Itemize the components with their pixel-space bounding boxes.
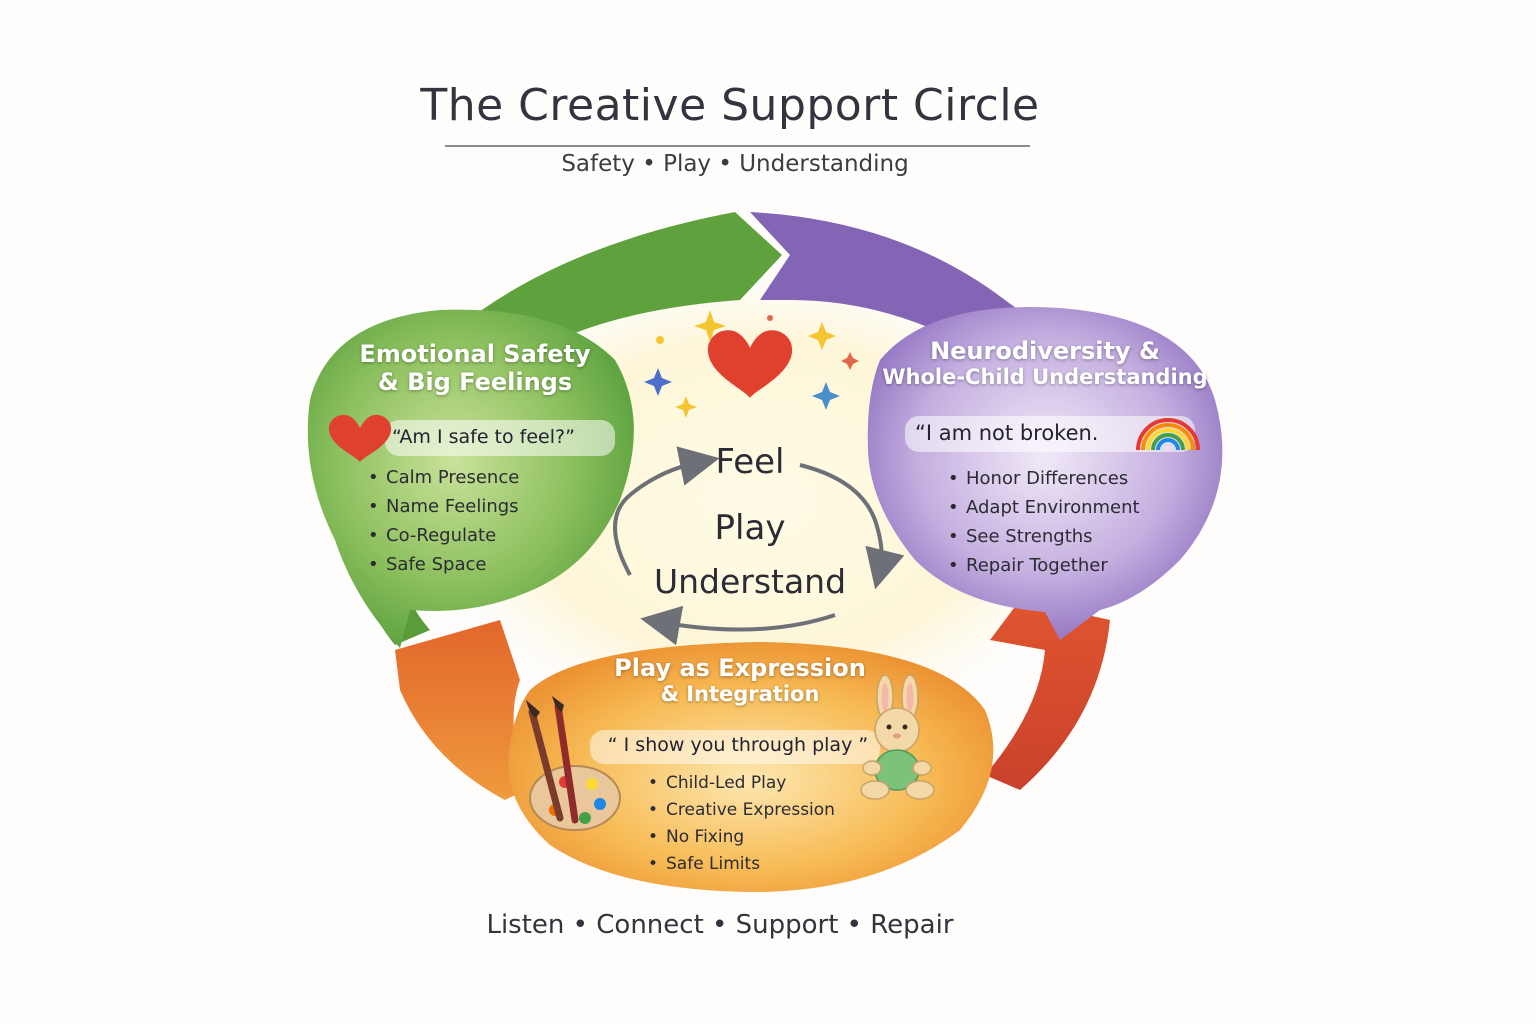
list-item: Child-Led Play	[648, 770, 868, 797]
rainbow-icon	[1136, 418, 1200, 451]
play-expression-bullets: Child-Led Play Creative Expression No Fi…	[648, 770, 868, 878]
emotional-quote-band	[385, 420, 615, 456]
neurodiversity-title-line1: Neurodiversity &	[930, 337, 1160, 365]
heart-icon	[707, 330, 793, 398]
center-word-play: Play	[714, 508, 786, 548]
footer-values: Listen • Connect • Support • Repair	[486, 910, 954, 940]
play-expression-quote: “ I show you through play ”	[607, 734, 869, 756]
neuro-quote-band	[905, 416, 1195, 452]
play-quote-band	[590, 730, 880, 764]
center-word-feel: Feel	[715, 442, 785, 482]
list-item: Creative Expression	[648, 797, 868, 824]
orange-arrow-segment	[395, 620, 525, 800]
cycle-arrow-bottom	[640, 605, 836, 646]
emotional-safety-quote: “Am I safe to feel?”	[392, 426, 575, 448]
list-item: No Fixing	[648, 824, 868, 851]
center-word-understand: Understand	[653, 562, 847, 601]
emotional-safety-title-line2: & Big Feelings	[377, 368, 573, 397]
list-item: Co-Regulate	[368, 521, 588, 550]
bunny-toy-icon	[860, 674, 935, 800]
play-expression-title-line1: Play as Expression	[614, 654, 866, 682]
diagram-title: The Creative Support Circle	[420, 80, 1040, 131]
list-item: Repair Together	[948, 551, 1168, 580]
play-expression-title-line2: & Integration	[660, 682, 820, 707]
list-item: Honor Differences	[948, 464, 1168, 493]
neurodiversity-title-line2: Whole-Child Understanding	[882, 365, 1208, 390]
paintbrush-icon	[526, 696, 579, 824]
list-item: Safe Space	[368, 550, 588, 579]
emotional-safety-bullets: Calm Presence Name Feelings Co-Regulate …	[368, 463, 588, 579]
list-item: Adapt Environment	[948, 493, 1168, 522]
emotional-safety-title-line1: Emotional Safety	[359, 340, 591, 368]
cycle-arrow-top-right	[799, 463, 905, 590]
red-arrow-segment	[985, 600, 1110, 790]
diagram-subtitle: Safety • Play • Understanding	[561, 151, 909, 177]
list-item: Safe Limits	[648, 851, 868, 878]
play-expression-lobe	[508, 642, 994, 892]
list-item: See Strengths	[948, 522, 1168, 551]
emotional-safety-section: Emotional Safety & Big Feelings	[330, 340, 620, 397]
neurodiversity-section: Neurodiversity & Whole-Child Understandi…	[880, 337, 1210, 390]
small-heart-icon	[328, 414, 392, 462]
title-divider	[445, 145, 1030, 147]
play-expression-section: Play as Expression & Integration	[590, 654, 890, 707]
list-item: Calm Presence	[368, 463, 588, 492]
sparkle-icons	[644, 310, 859, 418]
cycle-arrow-top-left	[613, 446, 720, 576]
neurodiversity-quote: “I am not broken.	[915, 421, 1099, 445]
neurodiversity-bullets: Honor Differences Adapt Environment See …	[948, 464, 1168, 580]
list-item: Name Feelings	[368, 492, 588, 521]
